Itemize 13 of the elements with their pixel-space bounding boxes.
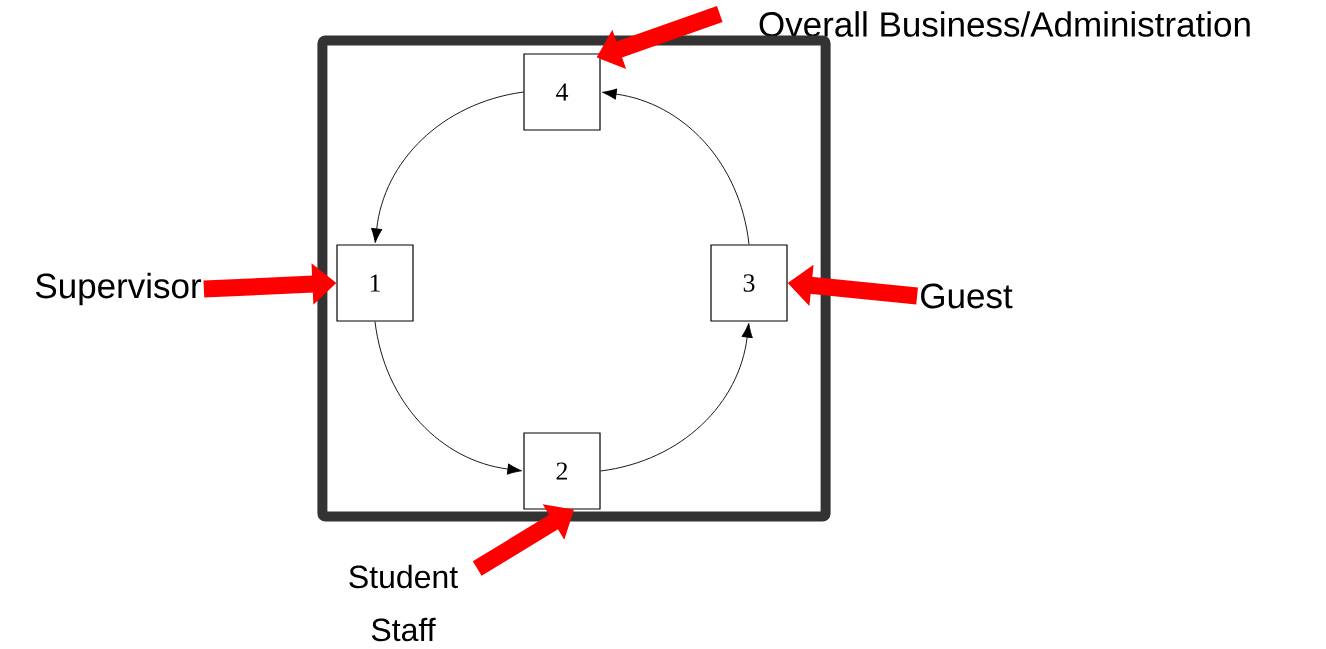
arrow (371, 91, 524, 243)
role-label: Guest (921, 283, 1013, 309)
number-box: 4 (523, 53, 601, 131)
role-label: Student Staff (349, 564, 458, 642)
arrow (600, 323, 753, 472)
frame (317, 35, 831, 522)
role-label: Overall Business/Administration (759, 11, 1250, 37)
arrow (374, 321, 522, 475)
number-box: 3 (710, 244, 788, 322)
number-box: 2 (523, 432, 601, 510)
role-label: Supervisor (35, 272, 202, 306)
number-box: 1 (336, 244, 414, 322)
arrow (602, 88, 750, 245)
